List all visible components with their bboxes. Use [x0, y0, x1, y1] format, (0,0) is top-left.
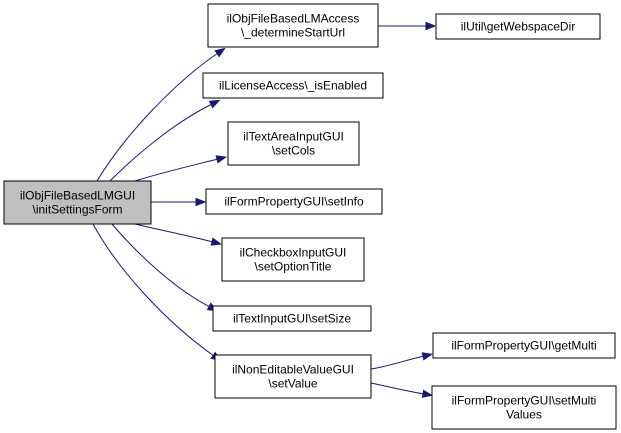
edge-access_start-to-webspace	[378, 21, 437, 31]
node-box	[212, 305, 372, 332]
node-label-line: ilCheckboxInputGUI	[240, 246, 347, 260]
node-box	[214, 354, 372, 399]
node-label-line: ilObjFileBasedLMGUI	[20, 189, 135, 203]
edge-root-to-checkbox_title	[134, 223, 223, 246]
edge-root-to-license	[109, 99, 221, 182]
arrowhead-icon	[195, 197, 207, 207]
edge-noneditable_value-to-form_getmulti	[370, 352, 434, 370]
node-label-line: ilFormPropertyGUI\getMulti	[451, 339, 596, 353]
arrowhead-icon	[421, 352, 434, 361]
node-label-line: \setValue	[268, 377, 317, 391]
node-form-setinfo[interactable]: ilFormPropertyGUI\setInfo	[205, 188, 383, 215]
node-box	[205, 188, 383, 215]
node-box	[3, 180, 152, 225]
node-box	[207, 3, 379, 48]
node-box	[221, 237, 365, 282]
edge-line	[92, 223, 215, 357]
node-label-line: Values	[506, 408, 542, 422]
edge-root-to-form_setinfo	[151, 197, 207, 207]
node-label-line: \setOptionTitle	[255, 260, 332, 274]
node-label-line: ilObjFileBasedLMAccess	[227, 12, 360, 26]
node-access-start[interactable]: ilObjFileBasedLMAccess\_determineStartUr…	[207, 3, 379, 48]
edge-line	[111, 223, 211, 308]
arrowhead-icon	[421, 389, 434, 398]
call-nodes: ilObjFileBasedLMGUI\initSettingsFormilOb…	[3, 3, 617, 430]
node-box	[227, 121, 360, 166]
node-textinput-size[interactable]: ilTextInputGUI\setSize	[212, 305, 372, 332]
edge-noneditable_value-to-form_setmulti	[370, 382, 434, 398]
node-form-getmulti[interactable]: ilFormPropertyGUI\getMulti	[432, 332, 616, 359]
node-label-line: \initSettingsForm	[32, 203, 122, 217]
arrowhead-icon	[214, 47, 226, 58]
arrowhead-icon	[425, 21, 437, 31]
node-label-line: ilFormPropertyGUI\setInfo	[224, 195, 364, 209]
node-label-line: \_determineStartUrl	[241, 26, 345, 40]
edge-line	[134, 158, 219, 182]
node-label-line: ilNonEditableValueGUI	[232, 363, 354, 377]
node-label-line: \setCols	[272, 144, 315, 158]
node-textarea-cols[interactable]: ilTextAreaInputGUI\setCols	[227, 121, 360, 166]
edge-root-to-access_start	[96, 47, 226, 182]
node-noneditable-value[interactable]: ilNonEditableValueGUI\setValue	[214, 354, 372, 399]
node-box	[435, 13, 601, 40]
edge-line	[109, 103, 213, 182]
edge-root-to-textarea_cols	[134, 155, 228, 182]
edge-line	[370, 382, 425, 395]
edge-line	[134, 223, 214, 243]
node-label-line: ilTextInputGUI\setSize	[233, 312, 351, 326]
node-label-line: ilTextAreaInputGUI	[243, 130, 344, 144]
node-box	[432, 332, 616, 359]
arrowhead-icon	[210, 237, 223, 246]
node-checkbox-title[interactable]: ilCheckboxInputGUI\setOptionTitle	[221, 237, 365, 282]
call-edges	[92, 21, 437, 398]
node-box	[202, 72, 384, 99]
node-license[interactable]: ilLicenseAccess\_isEnabled	[202, 72, 384, 99]
edge-line	[370, 355, 425, 370]
node-root[interactable]: ilObjFileBasedLMGUI\initSettingsForm	[3, 180, 152, 225]
edge-root-to-textinput_size	[111, 223, 219, 312]
node-label-line: ilLicenseAccess\_isEnabled	[219, 79, 367, 93]
arrowhead-icon	[208, 99, 221, 109]
arrowhead-icon	[215, 155, 228, 164]
node-box	[431, 385, 617, 430]
edge-root-to-noneditable_value	[92, 223, 222, 362]
node-webspace[interactable]: ilUtil\getWebspaceDir	[435, 13, 601, 40]
edge-line	[96, 52, 219, 182]
node-label-line: ilUtil\getWebspaceDir	[461, 20, 576, 34]
node-label-line: ilFormPropertyGUI\setMulti	[452, 394, 597, 408]
